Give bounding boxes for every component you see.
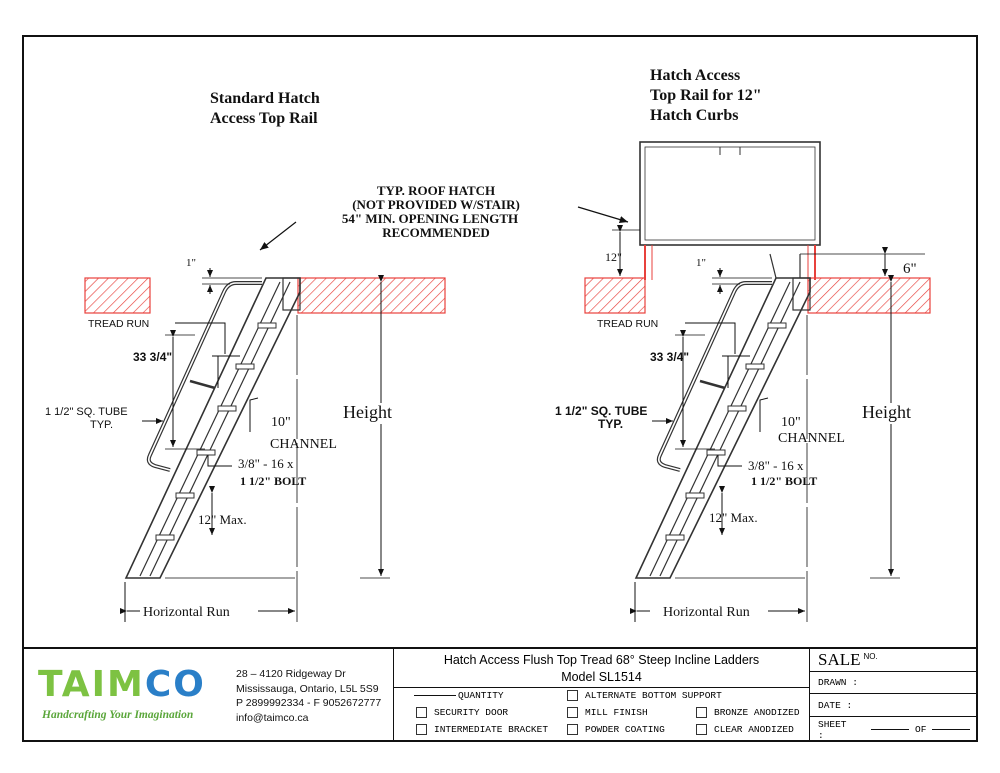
logo-wordmark: TAIMCO [38, 664, 206, 705]
right-horizontal-run: Horizontal Run [663, 605, 750, 620]
option-bronze-anodized[interactable]: BRONZE ANODIZED [696, 707, 800, 718]
left-roof-hatch-section [84, 277, 446, 314]
logo-tagline: Handcrafting Your Imagination [42, 709, 194, 721]
company-logo: TAIMCO Handcrafting Your Imagination [22, 649, 230, 742]
sheet-label: SHEET : [818, 718, 847, 741]
drawing-record: SALE NO. DRAWN : DATE : SHEET : OF [810, 649, 976, 742]
option-label: ALTERNATE BOTTOM SUPPORT [585, 690, 722, 701]
roof-hatch-note-line3: 54" MIN. OPENING LENGTH [342, 211, 518, 226]
right-tube-label: 1 1/2" SQ. TUBE [555, 404, 647, 418]
right-height-label: Height [862, 402, 911, 422]
right-dim-top: 1" [696, 257, 706, 269]
right-channel-label: CHANNEL [778, 431, 845, 446]
address-line2: Mississauga, Ontario, L5L 5S9 [236, 682, 379, 695]
company-address: 28 – 4120 Ridgeway Dr Mississauga, Ontar… [230, 649, 393, 742]
checkbox[interactable] [567, 690, 578, 701]
left-bolt-line2: 1 1/2" BOLT [240, 474, 306, 488]
option-label: MILL FINISH [585, 707, 648, 718]
left-handrail-height: 33 3/4" [133, 350, 172, 364]
right-title-line1: Hatch Access [650, 67, 740, 84]
quantity-label: QUANTITY [458, 690, 504, 701]
sheet-border [22, 35, 978, 742]
right-tube-typ: TYP. [598, 417, 623, 431]
of-label: OF [915, 724, 927, 735]
checkbox[interactable] [696, 724, 707, 735]
option-label: SECURITY DOOR [434, 707, 509, 718]
drawing-info: Hatch Access Flush Top Tread 68° Steep I… [393, 649, 810, 742]
quantity-field[interactable]: QUANTITY [414, 690, 504, 701]
sheet-field[interactable]: SHEET : OF [810, 717, 976, 742]
option-label: BRONZE ANODIZED [714, 707, 800, 718]
left-tube-typ: TYP. [90, 419, 113, 431]
option-label: POWDER COATING [585, 724, 665, 735]
left-bolt-line1: 3/8" - 16 x [238, 456, 294, 471]
checkbox[interactable] [696, 707, 707, 718]
left-dim-top: 1" [186, 257, 196, 269]
checkbox[interactable] [416, 707, 427, 718]
address-line1: 28 – 4120 Ridgeway Dr [236, 668, 346, 680]
drawing-title: Hatch Access Flush Top Tread 68° Steep I… [394, 649, 809, 688]
date-field[interactable]: DATE : [810, 694, 976, 717]
option-label: INTERMEDIATE BRACKET [434, 724, 549, 735]
left-ladder-diagram [125, 268, 390, 622]
right-tread-run-label: TREAD RUN [597, 318, 658, 330]
sale-number-field[interactable]: SALE NO. [810, 649, 976, 672]
right-curb-height: 12" [605, 250, 622, 264]
option-mill-finish[interactable]: MILL FINISH [567, 707, 648, 718]
checkbox[interactable] [567, 707, 578, 718]
right-curb-offset: 6" [903, 261, 917, 277]
options-list: QUANTITY ALTERNATE BOTTOM SUPPORT SECURI… [394, 688, 809, 742]
email-link[interactable]: info@taimco.ca [236, 711, 309, 724]
option-clear-anodized[interactable]: CLEAR ANODIZED [696, 724, 794, 735]
left-tube-label: 1 1/2" SQ. TUBE [45, 406, 128, 418]
left-horizontal-run: Horizontal Run [143, 605, 230, 620]
title-block: TAIMCO Handcrafting Your Imagination 28 … [22, 647, 976, 742]
left-title-line1: Standard Hatch [210, 90, 320, 107]
right-tread-spacing: 12" Max. [709, 510, 758, 525]
right-bolt-line1: 3/8" - 16 x [748, 458, 804, 473]
left-tread-run-label: TREAD RUN [88, 318, 149, 330]
left-channel-size: 10" [271, 415, 291, 430]
roof-hatch-note-line2: (NOT PROVIDED W/STAIR) [352, 197, 520, 212]
right-handrail-height: 33 3/4" [650, 350, 689, 364]
left-tread-spacing: 12" Max. [198, 512, 247, 527]
left-height-label: Height [343, 402, 392, 422]
checkbox[interactable] [416, 724, 427, 735]
sale-label: SALE [818, 650, 861, 669]
phone-fax: P 2899992334 - F 9052672777 [236, 697, 382, 709]
drawing-model: Model SL1514 [561, 670, 642, 684]
right-title-line2: Top Rail for 12" [650, 87, 762, 104]
drawn-label: DRAWN : [818, 677, 858, 688]
right-hatch-curb-section [584, 141, 931, 314]
option-label: CLEAR ANODIZED [714, 724, 794, 735]
right-ladder-diagram [635, 268, 900, 622]
option-intermediate-bracket[interactable]: INTERMEDIATE BRACKET [416, 724, 548, 735]
right-title-line3: Hatch Curbs [650, 107, 738, 124]
right-channel-size: 10" [781, 415, 801, 430]
drawing-title-line1: Hatch Access Flush Top Tread 68° Steep I… [443, 653, 760, 667]
left-channel-label: CHANNEL [270, 437, 337, 452]
option-powder-coating[interactable]: POWDER COATING [567, 724, 665, 735]
checkbox[interactable] [567, 724, 578, 735]
roof-hatch-note-line1: TYP. ROOF HATCH [377, 183, 495, 198]
roof-hatch-note-line4: RECOMMENDED [382, 225, 490, 240]
date-label: DATE : [818, 699, 853, 711]
option-alternate-bottom-support[interactable]: ALTERNATE BOTTOM SUPPORT [567, 690, 722, 701]
drawn-field[interactable]: DRAWN : [810, 672, 976, 694]
left-title-line2: Access Top Rail [210, 110, 318, 127]
right-bolt-line2: 1 1/2" BOLT [751, 474, 817, 488]
option-security-door[interactable]: SECURITY DOOR [416, 707, 508, 718]
sale-no-label: NO. [863, 652, 878, 661]
